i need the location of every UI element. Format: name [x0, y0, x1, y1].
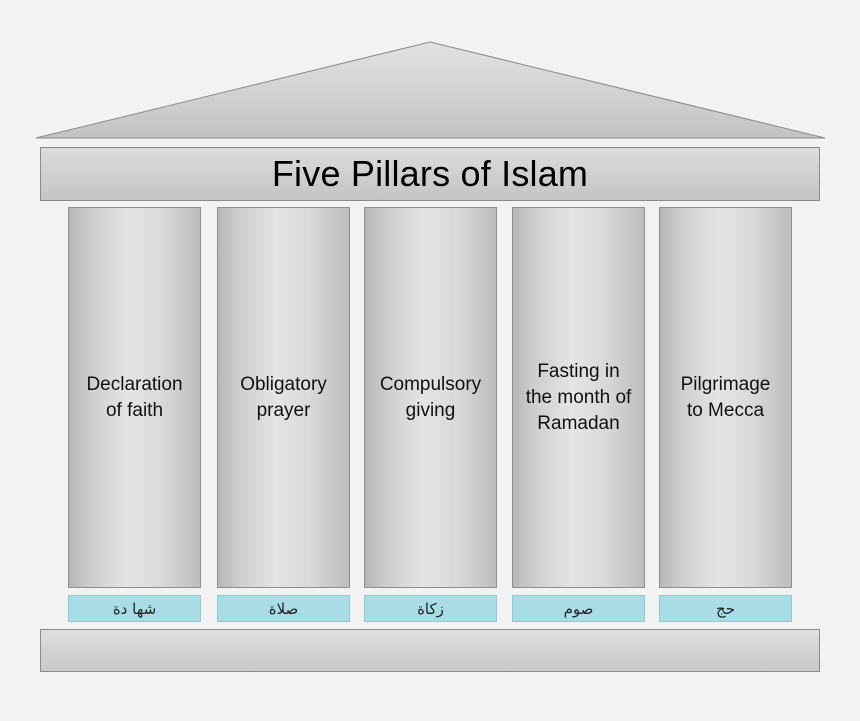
roof-triangle — [35, 41, 826, 139]
arabic-label-hajj: حج — [659, 595, 792, 622]
pillar-declaration-of-faith: Declaration of faith — [68, 207, 201, 588]
pillar-fasting-ramadan: Fasting in the month of Ramadan — [512, 207, 645, 588]
diagram-title: Five Pillars of Islam — [271, 153, 589, 194]
pillar-label: Compulsory giving — [379, 373, 482, 421]
title-banner: Five Pillars of Islam — [40, 147, 820, 201]
arabic-text: صلاة — [268, 599, 299, 618]
pillar-obligatory-prayer: Obligatory prayer — [217, 207, 350, 588]
arabic-text: صوم — [563, 599, 594, 618]
pillar-compulsory-giving: Compulsory giving — [364, 207, 497, 588]
pillar-label: Obligatory prayer — [240, 373, 327, 421]
pillar-label: Pilgrimage to Mecca — [680, 373, 771, 421]
temple-roof — [35, 41, 826, 139]
pillar-pilgrimage-mecca: Pilgrimage to Mecca — [659, 207, 792, 588]
arabic-label-zakat: زكاة — [364, 595, 497, 622]
arabic-text: شها دة — [112, 599, 157, 618]
pillar-label: Fasting in the month of Ramadan — [525, 360, 632, 434]
arabic-text: حج — [716, 599, 735, 618]
temple-base — [40, 629, 820, 672]
arabic-label-sawm: صوم — [512, 595, 645, 622]
arabic-label-shahada: شها دة — [68, 595, 201, 622]
pillar-label: Declaration of faith — [86, 373, 183, 421]
arabic-label-salat: صلاة — [217, 595, 350, 622]
arabic-text: زكاة — [417, 599, 444, 618]
